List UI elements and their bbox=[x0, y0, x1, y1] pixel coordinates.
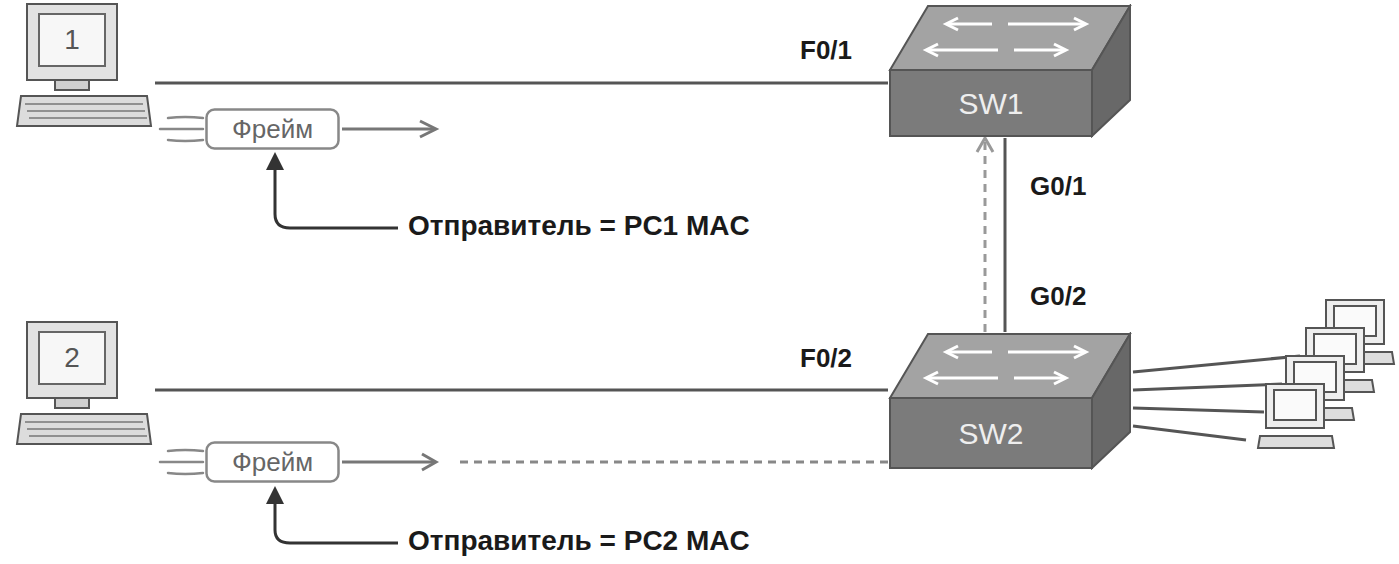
node-text: SW2 bbox=[958, 417, 1023, 450]
connector bbox=[977, 138, 993, 332]
port-label: F0/2 bbox=[800, 344, 852, 373]
frame-motion bbox=[160, 117, 203, 474]
port-label: G0/1 bbox=[1030, 172, 1086, 201]
connector bbox=[342, 454, 888, 470]
connector bbox=[155, 83, 888, 84]
text-region: SW2 bbox=[890, 398, 1092, 468]
pc-icon: 1 bbox=[15, 0, 155, 132]
pc-icon: 2 bbox=[15, 318, 155, 450]
switch-icon: SW1 bbox=[888, 4, 1132, 138]
node-text: 2 bbox=[64, 343, 80, 374]
node-outline bbox=[15, 0, 155, 132]
text-region: 2 bbox=[39, 332, 105, 384]
switch-icon: SW2 bbox=[888, 332, 1132, 470]
text-region: Фрейм bbox=[205, 108, 340, 150]
port-label: F0/1 bbox=[800, 36, 852, 65]
frame-box: Фрейм bbox=[205, 441, 340, 483]
frame-arrow bbox=[342, 121, 436, 137]
port-label: G0/2 bbox=[1030, 282, 1086, 311]
text-region: SW1 bbox=[890, 70, 1092, 136]
text-region: 1 bbox=[39, 14, 105, 66]
sender-note: Отправитель = PC2 MAC bbox=[408, 526, 750, 557]
text-region: Фрейм bbox=[205, 441, 340, 483]
connector bbox=[1005, 138, 1006, 332]
leader-line bbox=[275, 166, 398, 543]
frame-box: Фрейм bbox=[205, 108, 340, 150]
node-outline bbox=[15, 318, 155, 450]
pc-stack bbox=[1258, 300, 1394, 448]
node-text: 1 bbox=[64, 25, 80, 56]
node-text: SW1 bbox=[958, 87, 1023, 120]
node-text: Фрейм bbox=[232, 115, 313, 144]
node-text: Фрейм bbox=[232, 448, 313, 477]
connector bbox=[155, 390, 888, 391]
sender-note: Отправитель = PC1 MAC bbox=[408, 211, 750, 242]
